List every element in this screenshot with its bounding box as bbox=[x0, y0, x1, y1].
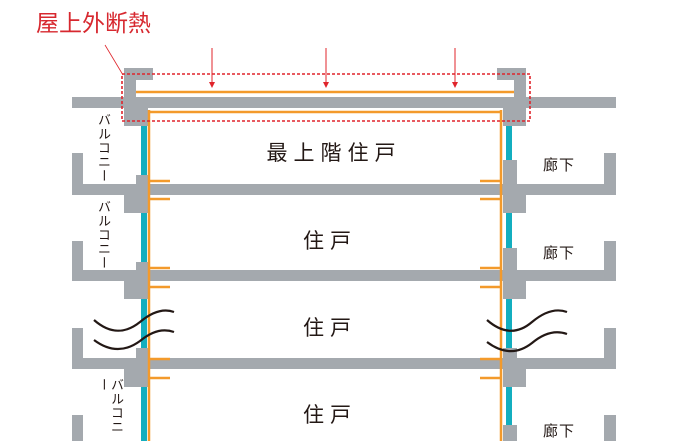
insulation bbox=[136, 90, 514, 441]
balcony-upstand-3 bbox=[72, 328, 83, 369]
break-marks bbox=[93, 309, 568, 353]
floor-slab-3 bbox=[72, 358, 616, 369]
window-right-1 bbox=[506, 126, 512, 160]
column-right-1b bbox=[503, 184, 526, 213]
unit-label-top-floor: 最上階住戸 bbox=[266, 141, 402, 165]
corridor-label: 廊下 bbox=[543, 244, 576, 262]
concrete-structure bbox=[72, 68, 616, 441]
balcony-upstand-4 bbox=[72, 415, 83, 441]
column-left-1b bbox=[124, 184, 148, 213]
corridor-upstand-1 bbox=[604, 153, 616, 195]
corridor-label: 廊下 bbox=[543, 422, 576, 440]
corridor-upstand-4 bbox=[604, 415, 616, 441]
unit-label: 住戸 bbox=[303, 229, 357, 253]
window-left-1 bbox=[141, 126, 147, 175]
corridor-upstand-2 bbox=[604, 241, 616, 281]
break-mark-right-lower bbox=[486, 331, 568, 353]
diagram-title: 屋上外断熱 bbox=[36, 11, 151, 37]
unit-label: 住戸 bbox=[303, 403, 357, 427]
balcony-upstand-2 bbox=[72, 241, 83, 281]
break-mark-right-upper bbox=[486, 309, 568, 332]
arrow-down-icon bbox=[452, 82, 458, 88]
arrow-down-icon bbox=[209, 82, 215, 88]
column-left-3b bbox=[124, 358, 148, 387]
window-right-4 bbox=[506, 387, 512, 425]
window-right-3 bbox=[506, 299, 512, 348]
column-right-roof bbox=[503, 97, 526, 126]
window-left-4 bbox=[141, 387, 147, 441]
highlight-dashed-box bbox=[121, 73, 531, 122]
balcony-label: バルコニー bbox=[95, 200, 110, 270]
column-right-4 bbox=[503, 425, 517, 441]
column-right-3b bbox=[503, 358, 526, 387]
floor-slab-2 bbox=[72, 270, 616, 281]
window-left-2 bbox=[141, 213, 147, 262]
leader-line bbox=[104, 44, 124, 76]
unit-label: 住戸 bbox=[303, 316, 357, 340]
roof-insulation-highlight bbox=[104, 44, 531, 122]
window-left-3 bbox=[141, 299, 147, 348]
corridor-label: 廊下 bbox=[543, 156, 576, 174]
break-mark-left-lower bbox=[93, 329, 175, 351]
roof-slab bbox=[72, 97, 616, 108]
balcony-upstand-1 bbox=[72, 153, 83, 195]
balcony-label: バルコニー bbox=[95, 113, 110, 183]
window-right-2 bbox=[506, 213, 512, 248]
arrow-down-icon bbox=[323, 82, 329, 88]
corridor-upstand-3 bbox=[604, 328, 616, 369]
break-mark-left-upper bbox=[93, 309, 175, 332]
window-sashes bbox=[141, 126, 512, 441]
floor-slab-1 bbox=[72, 184, 616, 195]
column-right-2b bbox=[503, 270, 526, 299]
arrow-heads bbox=[209, 82, 458, 88]
balcony-label: バルコニー bbox=[95, 378, 123, 434]
column-left-2b bbox=[124, 270, 148, 299]
